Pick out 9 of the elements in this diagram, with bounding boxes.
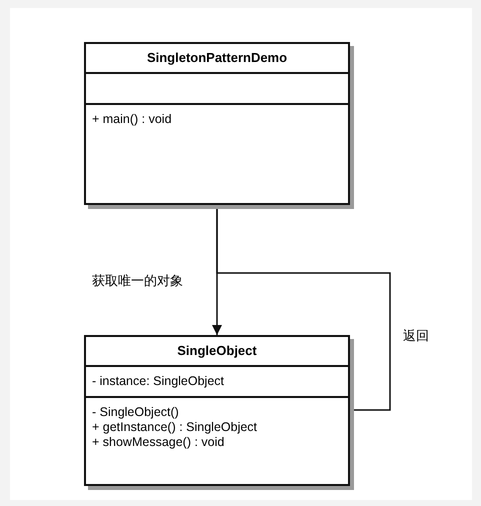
attribute-text: - instance: SingleObject bbox=[91, 374, 226, 389]
class-name: SingleObject bbox=[176, 343, 258, 358]
method-text: + main() : void bbox=[91, 112, 173, 127]
method-text: - SingleObject() bbox=[91, 405, 180, 420]
edge-label: 获取唯一的对象 bbox=[92, 272, 183, 290]
class-name: SingletonPatternDemo bbox=[146, 50, 288, 65]
method-text: + getInstance() : SingleObject bbox=[91, 420, 258, 435]
edge-label: 返回 bbox=[403, 327, 429, 345]
method-text: + showMessage() : void bbox=[91, 435, 226, 450]
